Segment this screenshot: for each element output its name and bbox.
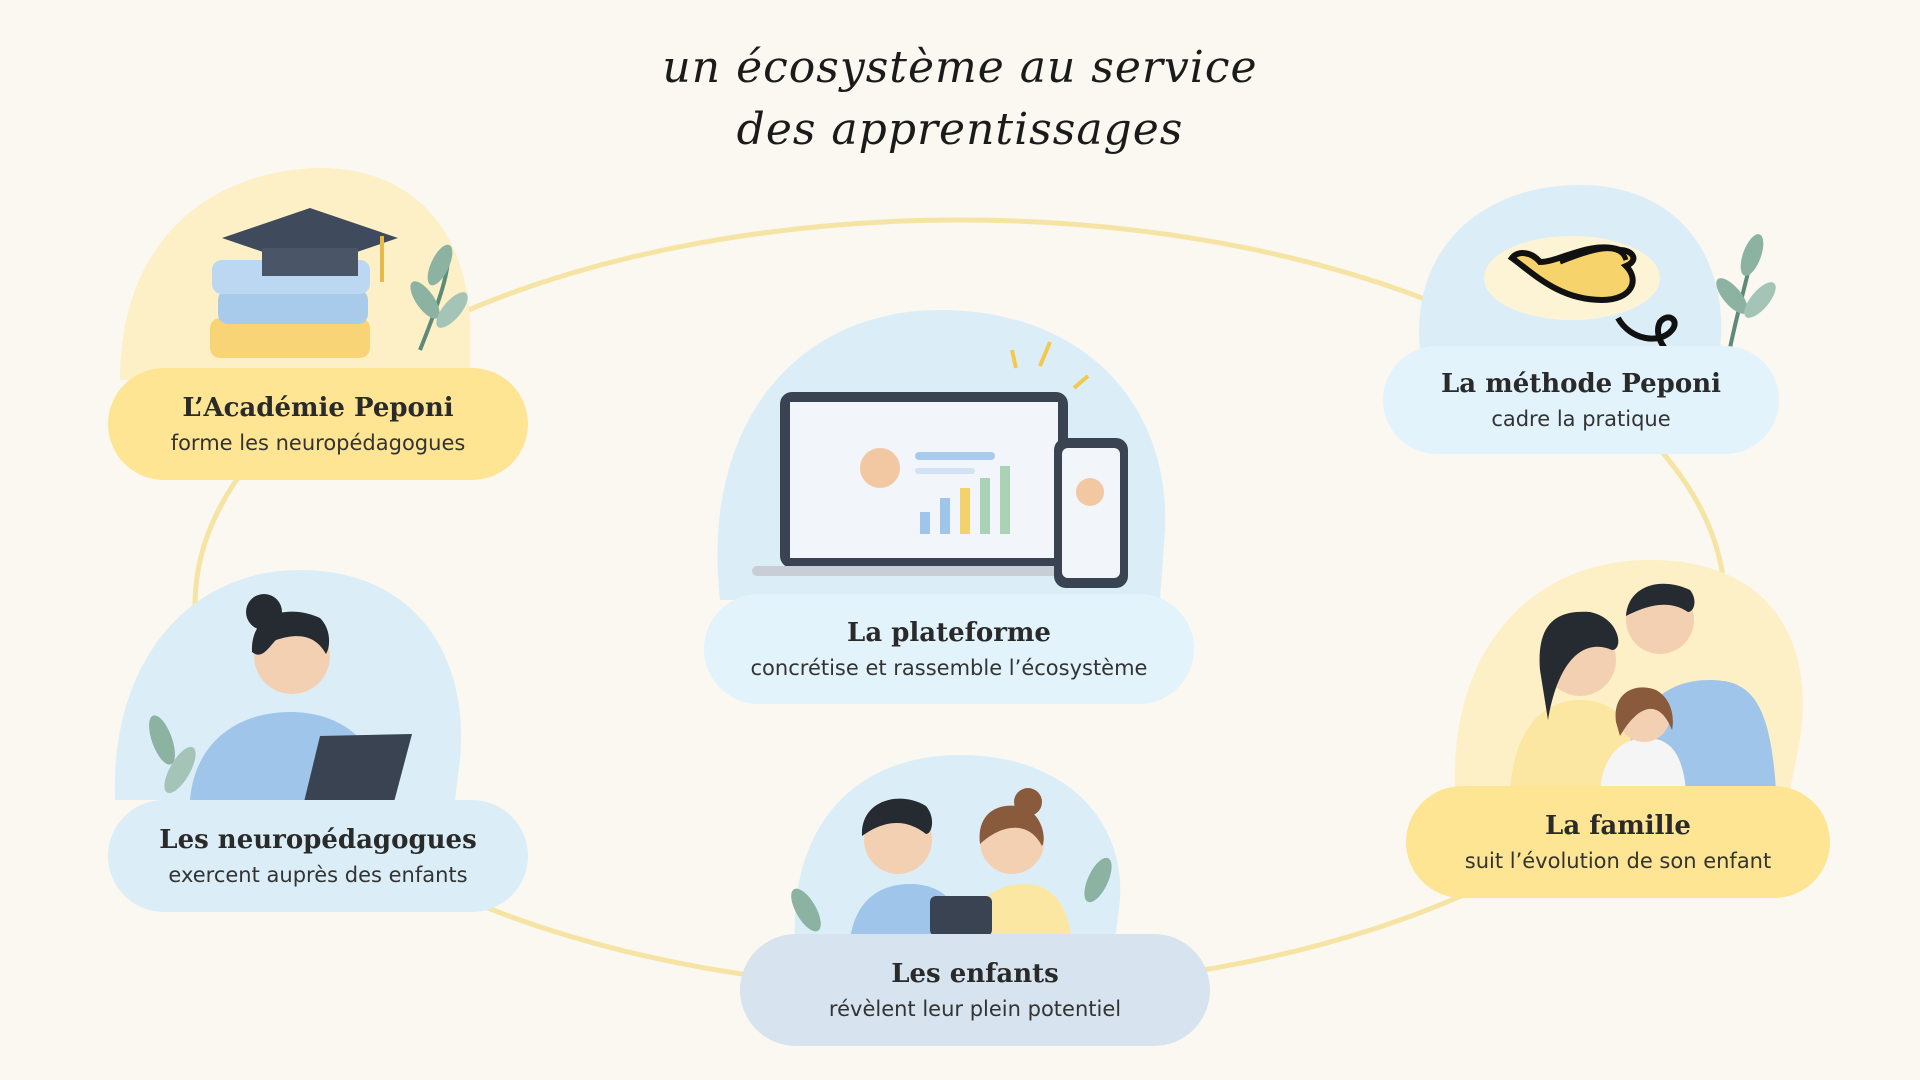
node-name: Les enfants (891, 959, 1059, 990)
graduation-cap-icon (120, 168, 470, 380)
node-name: La méthode Peponi (1441, 369, 1721, 400)
node-description: révèlent leur plein potentiel (828, 996, 1122, 1021)
node-name: L’Académie Peponi (182, 393, 454, 424)
node-plateforme: La plateforme concrétise et rassemble l’… (704, 594, 1194, 704)
laptop-phone-icon (717, 310, 1166, 600)
node-description: concrétise et rassemble l’écosystème (750, 655, 1148, 680)
node-academie: L’Académie Peponi forme les neuropédagog… (108, 368, 528, 480)
node-neuropedagogues: Les neuropédagogues exercent auprès des … (108, 800, 528, 912)
family-icon (1454, 560, 1803, 790)
children-tablet-icon (791, 755, 1121, 940)
teacher-laptop-icon (114, 570, 462, 802)
node-name: La famille (1545, 811, 1691, 842)
node-description: cadre la pratique (1491, 406, 1671, 431)
node-methode: La méthode Peponi cadre la pratique (1383, 346, 1779, 454)
node-famille: La famille suit l’évolution de son enfan… (1406, 786, 1830, 898)
node-description: suit l’évolution de son enfant (1464, 848, 1772, 873)
diagram-title-line1: un écosystème au service (662, 42, 1258, 93)
node-description: forme les neuropédagogues (170, 430, 466, 455)
node-enfants: Les enfants révèlent leur plein potentie… (740, 934, 1210, 1046)
node-name: La plateforme (847, 618, 1051, 649)
bird-icon (1419, 185, 1776, 371)
node-name: Les neuropédagogues (159, 825, 477, 856)
diagram-title-line2: des apprentissages (736, 104, 1184, 155)
node-description: exercent auprès des enfants (168, 862, 468, 887)
